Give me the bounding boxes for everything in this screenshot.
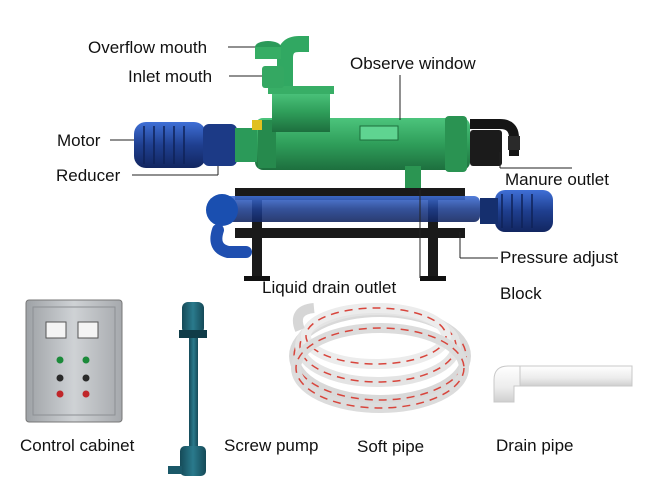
label-control-cabinet: Control cabinet (20, 436, 135, 455)
label-reducer: Reducer (56, 166, 121, 185)
label-block: Block (500, 284, 542, 303)
label-overflow-mouth: Overflow mouth (88, 38, 208, 57)
frame-leg-right (428, 195, 438, 280)
screw-pump-head (180, 446, 206, 476)
cabinet-door (32, 306, 116, 416)
indicator-red-left (56, 390, 64, 398)
overflow-pipe (277, 36, 309, 86)
screw-pump-shaft (189, 338, 198, 448)
feed-pump-head (206, 194, 238, 226)
ammeter-right (77, 321, 99, 339)
frame-leg-left (252, 195, 262, 280)
soft-pipe (289, 303, 471, 413)
overflow-mouth-neck (255, 47, 281, 59)
pump-motor (495, 190, 553, 232)
inlet-hopper (272, 92, 330, 132)
frame-foot-right (420, 276, 446, 281)
observe-window (359, 125, 399, 141)
frame-bottom-rail (235, 228, 465, 238)
label-screw-pump: Screw pump (224, 436, 319, 455)
screw-pump-flange (179, 330, 207, 338)
label-liquid-drain-outlet: Liquid drain outlet (262, 278, 397, 297)
control-cabinet (25, 299, 123, 423)
switch-left (56, 374, 64, 382)
label-inlet-mouth: Inlet mouth (128, 67, 213, 86)
indicator-green-right (82, 356, 90, 364)
pressure-regulator (470, 130, 502, 166)
label-pressure-adjust: Pressure adjust (500, 248, 619, 267)
ammeter-left (45, 321, 67, 339)
liquid-drain-pipe (405, 166, 421, 188)
label-motor: Motor (57, 131, 101, 150)
indicator-red-right (82, 390, 90, 398)
label-manure-outlet: Manure outlet (505, 170, 609, 189)
frame-foot-left (244, 276, 270, 281)
cylinder-flange-left (258, 120, 276, 168)
drain-pipe-straight (519, 365, 633, 387)
pump-coupling (480, 198, 498, 224)
cylinder-flange-right (445, 116, 467, 172)
pump-inlet-elbow (210, 224, 252, 258)
drain-pipe (493, 365, 633, 403)
screw-pump (168, 302, 207, 476)
separator-machine (134, 36, 553, 281)
pressure-handle (508, 136, 520, 150)
cabinet-body (25, 299, 123, 423)
feed-pump-body (215, 196, 480, 222)
leader-lines (110, 46, 572, 278)
inlet-mouth (262, 66, 284, 88)
motor (134, 122, 206, 168)
indicator-green-left (56, 356, 64, 364)
warning-plate (252, 120, 262, 130)
screw-pump-motor (182, 302, 204, 334)
label-drain-pipe: Drain pipe (496, 436, 574, 455)
reducer-coupling (235, 128, 257, 162)
label-observe-window: Observe window (350, 54, 476, 73)
screw-pump-outlet (168, 466, 182, 474)
drain-pipe-elbow (493, 365, 521, 403)
reducer (203, 124, 237, 166)
hopper-rim (268, 86, 334, 94)
label-soft-pipe: Soft pipe (357, 437, 425, 456)
switch-right (82, 374, 90, 382)
